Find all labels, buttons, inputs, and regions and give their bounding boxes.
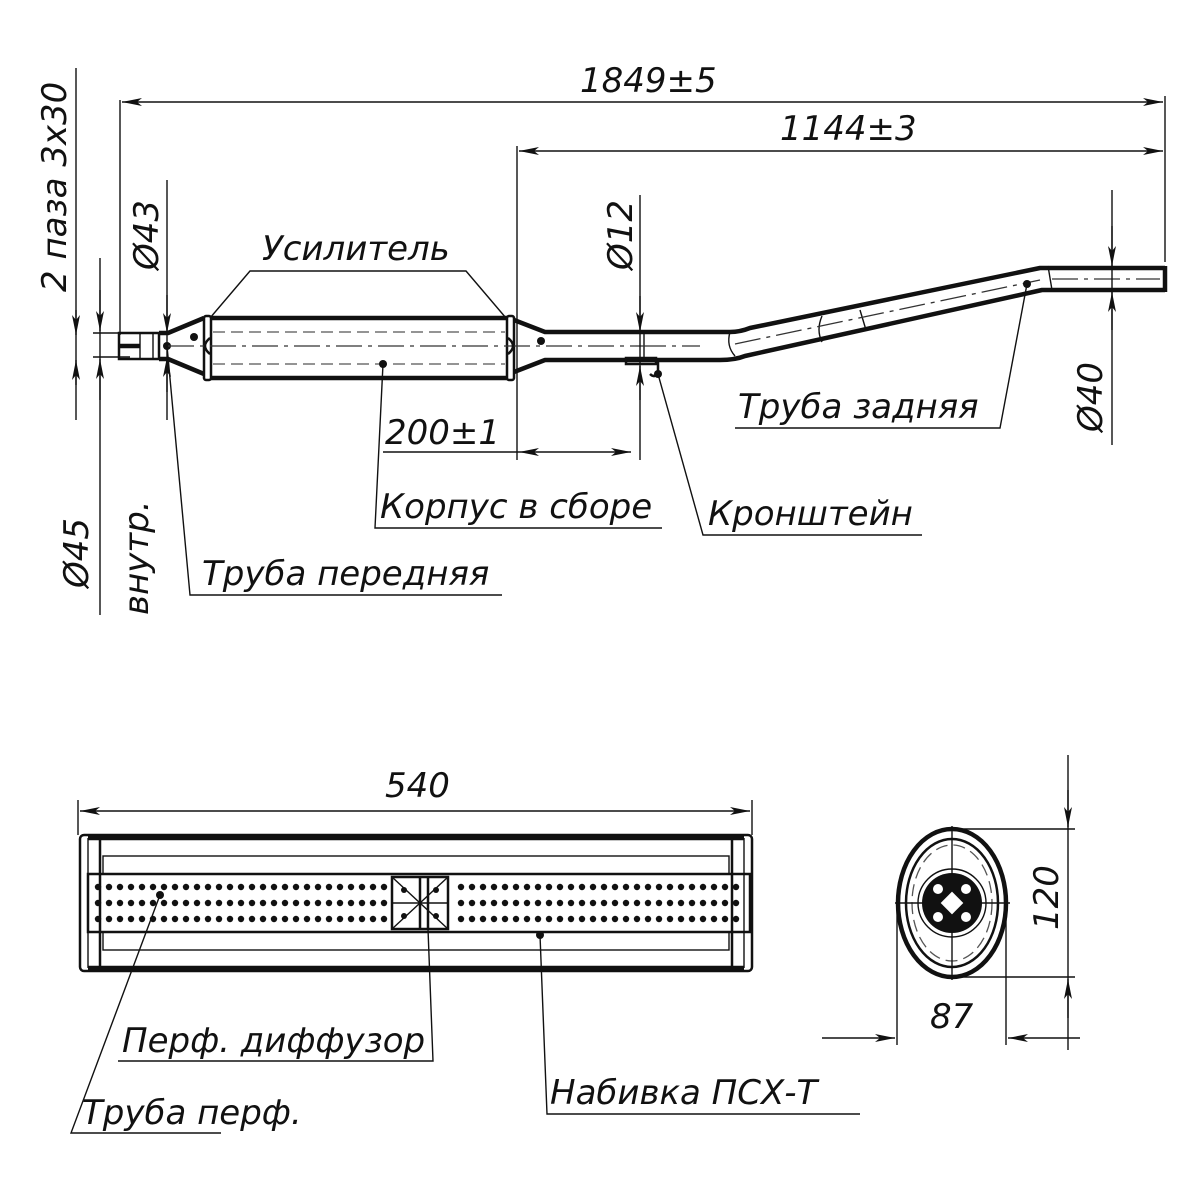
perforated-pipe-callout: Труба перф.: [69, 894, 302, 1134]
reinforcement-label: Усилитель: [262, 229, 450, 269]
packing-label: Набивка ПСХ-Т: [550, 1073, 820, 1113]
front-pipe-inner-note: внутр.: [117, 500, 157, 615]
inlet-diameter-label: Ø43: [127, 200, 167, 272]
rear-section-length-label: 1144±3: [780, 109, 917, 149]
body-length-label: 540: [385, 766, 450, 806]
rear-section-dimension: 1144±3: [516, 109, 1163, 460]
packing-callout: Набивка ПСХ-Т: [539, 934, 860, 1115]
front-pipe-inner-diameter-dimension: Ø45 внутр.: [57, 258, 157, 615]
rear-pipe: [513, 265, 1168, 375]
rear-pipe-label: Труба задняя: [738, 387, 979, 427]
body-assembly-callout: Корпус в сборе: [374, 363, 662, 529]
front-pipe-label: Труба передняя: [202, 554, 489, 594]
reinforcement-callout: Усилитель: [209, 229, 507, 319]
perforated-diffuser-label: Перф. диффузор: [122, 1021, 425, 1061]
rear-pipe-callout: Труба задняя: [735, 283, 1028, 429]
perforation-holes: [94, 883, 740, 923]
bracket-diameter-label: Ø12: [601, 200, 641, 272]
perforated-diffuser-callout: Перф. диффузор: [118, 928, 434, 1062]
body-to-bracket-dimension: 200±1: [383, 413, 631, 456]
muffler-body: [168, 314, 640, 382]
slots-note: 2 паза 3х30: [35, 68, 80, 420]
assembly-view: 1849±5 1144±3 2 паза 3х30 Ø45 внутр.: [35, 61, 1168, 615]
front-pipe-callout: Труба передняя: [166, 345, 502, 596]
overall-length-dimension: 1849±5: [119, 61, 1166, 335]
front-pipe-inner-diameter-label: Ø45: [57, 518, 97, 590]
inlet-diameter-dimension: Ø43: [127, 180, 171, 420]
bracket-diameter-dimension: Ø12: [601, 195, 644, 460]
bracket-label: Кронштейн: [708, 494, 913, 534]
end-view-height-label: 120: [1027, 865, 1067, 930]
body-to-bracket-label: 200±1: [385, 413, 500, 453]
body-assembly-label: Корпус в сборе: [380, 487, 652, 527]
section-view: 540: [69, 766, 860, 1134]
perforated-diffuser: [390, 875, 450, 931]
rear-pipe-diameter-dimension: Ø40: [1071, 190, 1116, 445]
end-view: 120 87: [822, 755, 1080, 1050]
overall-length-label: 1849±5: [580, 61, 717, 101]
end-view-width-dimension: 87: [822, 905, 1080, 1045]
rear-pipe-diameter-label: Ø40: [1071, 362, 1111, 434]
perforated-pipe-label: Труба перф.: [82, 1093, 302, 1133]
end-view-width-label: 87: [930, 997, 974, 1037]
body-length-dimension: 540: [77, 766, 753, 835]
bracket-callout: Кронштейн: [657, 373, 922, 536]
slots-note-label: 2 паза 3х30: [35, 82, 75, 292]
end-view-height-dimension: 120: [955, 755, 1075, 1050]
